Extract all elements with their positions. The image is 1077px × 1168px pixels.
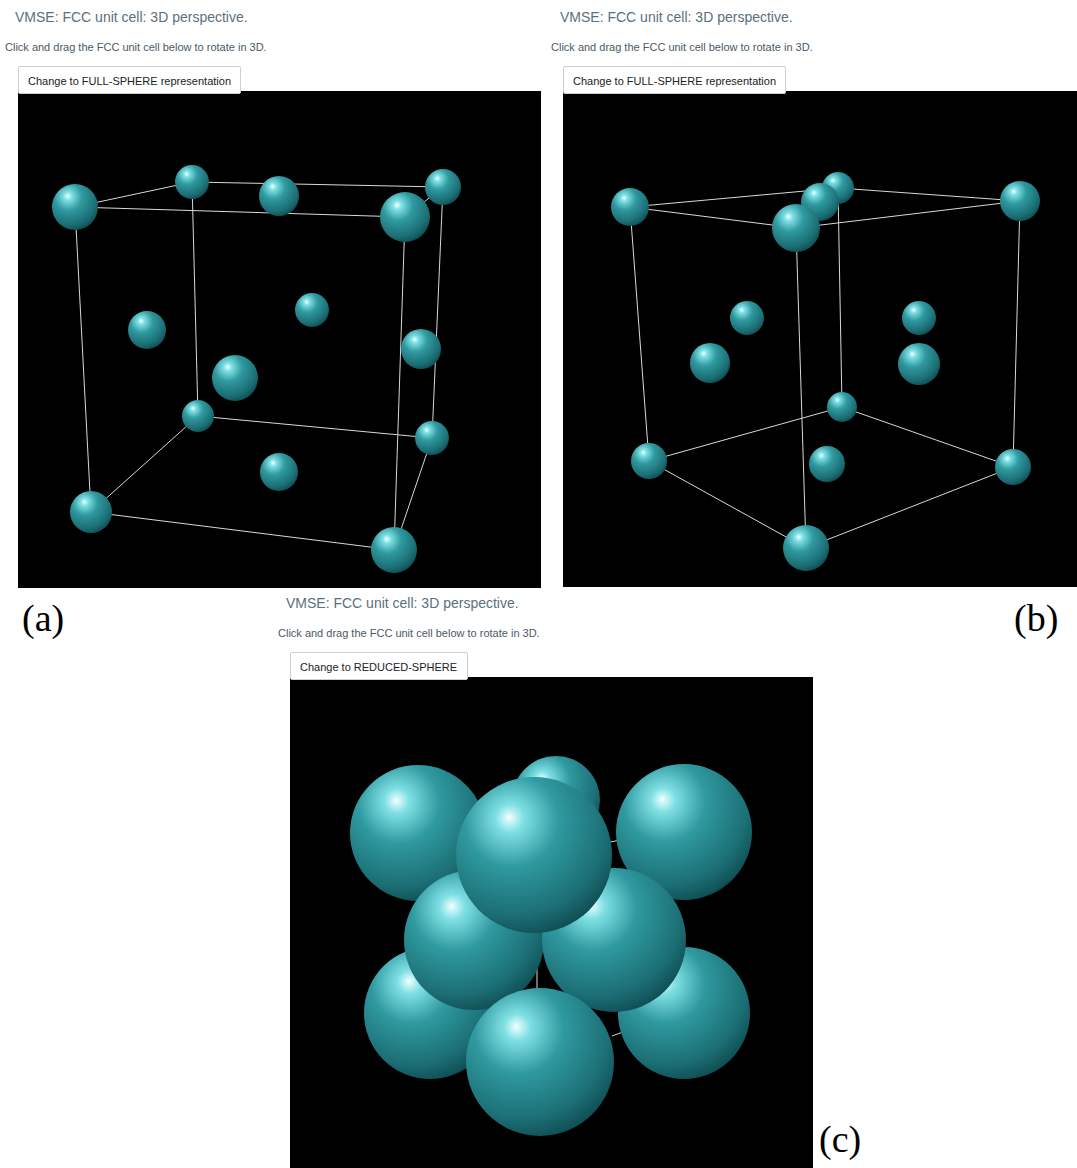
atom bbox=[898, 343, 940, 385]
atom bbox=[809, 446, 845, 482]
cell-edge bbox=[649, 407, 1013, 548]
panel-letter: (b) bbox=[1014, 596, 1058, 640]
atom bbox=[52, 184, 98, 230]
atom bbox=[401, 329, 441, 369]
atom bbox=[1000, 181, 1040, 221]
viewer-instruction: Click and drag the FCC unit cell below t… bbox=[5, 41, 267, 53]
atom bbox=[730, 301, 764, 335]
atoms-b bbox=[611, 172, 1040, 571]
atom bbox=[466, 988, 614, 1136]
atom bbox=[783, 525, 829, 571]
cell-edges bbox=[75, 182, 1020, 1036]
atom bbox=[456, 777, 612, 933]
cell-edge bbox=[394, 217, 405, 550]
atom bbox=[425, 169, 461, 205]
viewer-title: VMSE: FCC unit cell: 3D perspective. bbox=[15, 9, 248, 25]
viewer-title: VMSE: FCC unit cell: 3D perspective. bbox=[286, 595, 519, 611]
atom bbox=[260, 453, 298, 491]
atom bbox=[70, 491, 112, 533]
cell-edge bbox=[75, 207, 91, 512]
atom bbox=[631, 443, 667, 479]
button-text: Change to REDUCED-SPHERE bbox=[300, 661, 457, 673]
toggle-button: Change to FULL-SPHERE representation bbox=[563, 66, 786, 94]
atom bbox=[128, 311, 166, 349]
atom bbox=[175, 165, 209, 199]
atom bbox=[690, 343, 730, 383]
atom bbox=[902, 301, 936, 335]
atom bbox=[827, 392, 857, 422]
cell-edge bbox=[91, 416, 432, 550]
toggle-button: Change to FULL-SPHERE representation bbox=[18, 66, 241, 94]
cell-edge bbox=[630, 207, 649, 461]
viewer-panel bbox=[18, 91, 541, 588]
viewer-instruction: Click and drag the FCC unit cell below t… bbox=[551, 41, 813, 53]
atom bbox=[295, 293, 329, 327]
viewer-panel bbox=[290, 677, 813, 1168]
atom bbox=[415, 421, 449, 455]
atom bbox=[371, 527, 417, 573]
viewer-instruction: Click and drag the FCC unit cell below t… bbox=[278, 627, 540, 639]
button-text: Change to FULL-SPHERE representation bbox=[573, 75, 776, 87]
atom bbox=[772, 204, 820, 252]
cell-edge bbox=[432, 187, 443, 438]
atom bbox=[212, 355, 258, 401]
panel-letter: (a) bbox=[22, 596, 64, 640]
viewer-title: VMSE: FCC unit cell: 3D perspective. bbox=[560, 9, 793, 25]
cell-edge bbox=[1013, 201, 1020, 467]
viewer-panel bbox=[563, 91, 1077, 587]
atom bbox=[380, 192, 430, 242]
atom bbox=[182, 400, 214, 432]
button-text: Change to FULL-SPHERE representation bbox=[28, 75, 231, 87]
atoms-c bbox=[350, 756, 752, 1136]
atom bbox=[259, 176, 299, 216]
atoms-a bbox=[52, 165, 461, 573]
cell-edge bbox=[796, 228, 806, 548]
panel-letter: (c) bbox=[819, 1117, 861, 1161]
cell-edge bbox=[838, 188, 842, 407]
atom bbox=[611, 188, 649, 226]
toggle-button: Change to REDUCED-SPHERE bbox=[290, 652, 468, 680]
atom bbox=[995, 449, 1031, 485]
cell-edge bbox=[192, 182, 198, 416]
